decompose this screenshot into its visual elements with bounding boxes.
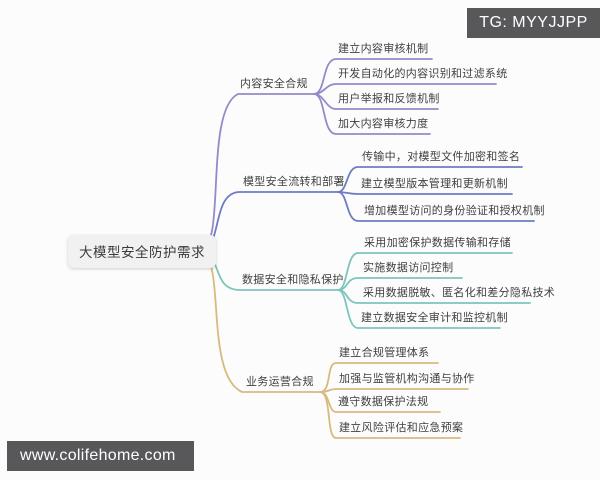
leaf-node[interactable]: 用户举报和反馈机制 <box>338 93 440 105</box>
branch2-leaf2-line <box>337 191 513 195</box>
watermark-website-badge: www.colifehome.com <box>7 441 194 471</box>
leaf-node[interactable]: 加大内容审核力度 <box>338 118 429 130</box>
branch-node-business-compliance[interactable]: 业务运营合规 <box>246 376 314 388</box>
leaf-node[interactable]: 建立合规管理体系 <box>339 347 430 359</box>
branch2-trunk-line <box>202 191 339 251</box>
leaf-node[interactable]: 建立模型版本管理和更新机制 <box>361 178 508 190</box>
root-node[interactable]: 大模型安全防护需求 <box>68 235 216 268</box>
leaf-node[interactable]: 遵守数据保护法规 <box>338 396 429 408</box>
branch-node-content-compliance[interactable]: 内容安全合规 <box>240 78 308 90</box>
watermark-telegram-badge: TG: MYYJJPP <box>467 8 600 38</box>
leaf-node[interactable]: 增加模型访问的身份验证和授权机制 <box>364 205 545 217</box>
branch1-trunk-line <box>202 93 315 249</box>
leaf-node[interactable]: 传输中，对模型文件加密和签名 <box>362 151 521 163</box>
leaf-node[interactable]: 建立内容审核机制 <box>338 43 429 55</box>
leaf-node[interactable]: 实施数据访问控制 <box>363 262 454 274</box>
leaf-node[interactable]: 建立数据安全审计和监控机制 <box>361 312 508 324</box>
leaf-node[interactable]: 加强与监管机构沟通与协作 <box>339 373 475 385</box>
branch-node-model-deployment[interactable]: 模型安全流转和部署 <box>243 176 345 188</box>
leaf-node[interactable]: 开发自动化的内容识别和过滤系统 <box>338 68 508 80</box>
leaf-node[interactable]: 采用加密保护数据传输和存储 <box>364 237 511 249</box>
leaf-node[interactable]: 采用数据脱敏、匿名化和差分隐私技术 <box>363 287 556 299</box>
branch-node-data-privacy[interactable]: 数据安全和隐私保护 <box>242 274 344 286</box>
branch4-leaf2-line <box>319 388 469 393</box>
leaf-node[interactable]: 建立风险评估和应急预案 <box>339 422 464 434</box>
